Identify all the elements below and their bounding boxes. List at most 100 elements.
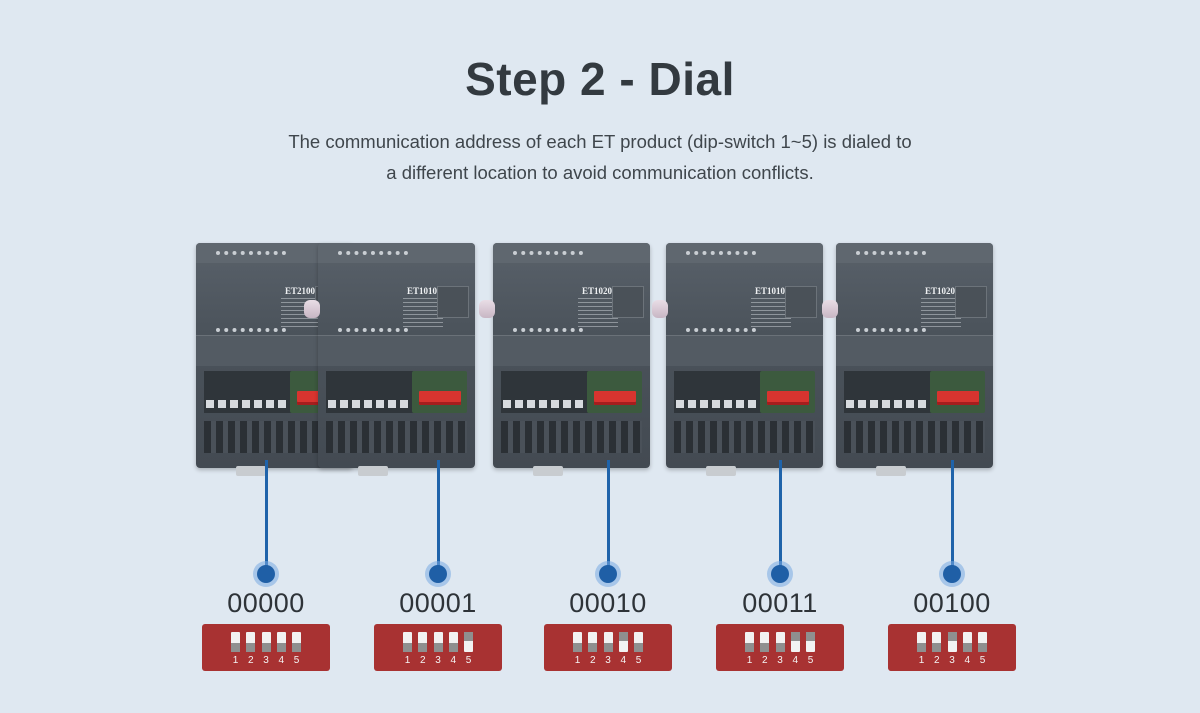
dip-lever — [448, 632, 458, 652]
leader-dot — [771, 565, 789, 583]
mounting-foot — [236, 466, 266, 476]
module-window — [437, 286, 469, 318]
dip-number: 2 — [589, 655, 596, 666]
dip-lever — [775, 632, 785, 652]
dip-lever — [978, 632, 987, 652]
dip-number: 5 — [979, 655, 986, 666]
dip-lever — [573, 632, 582, 652]
dip-number: 5 — [807, 655, 814, 666]
address-label: 00011 — [742, 588, 818, 618]
dip-lever-knob — [448, 643, 458, 652]
plc-module: ET1020 — [836, 243, 993, 476]
plc-module: ET1020 — [493, 243, 650, 476]
dip-levers — [917, 632, 987, 652]
module-mid-band — [836, 335, 993, 366]
led-row — [513, 328, 583, 336]
address-label: 00001 — [399, 588, 477, 618]
led-row — [216, 251, 286, 259]
dip-levers — [573, 632, 643, 652]
dip-lever-knob — [573, 643, 582, 652]
led-row — [686, 328, 756, 336]
dip-number: 1 — [232, 655, 239, 666]
dip-lever-knob — [634, 643, 643, 652]
module-spec-text — [578, 298, 618, 328]
dip-lever — [790, 632, 800, 652]
dip-number: 5 — [293, 655, 300, 666]
dip-number: 3 — [777, 655, 783, 666]
leader-dot — [599, 565, 617, 583]
dip-lever — [917, 632, 926, 652]
dip-number: 2 — [247, 655, 254, 666]
module-model-label: ET2100 — [284, 286, 315, 296]
dip-lever — [588, 632, 598, 652]
vent-grille — [674, 421, 815, 453]
dip-lever-knob — [760, 643, 770, 652]
dip-lever — [292, 632, 301, 652]
leader-line — [606, 460, 610, 572]
mounting-foot — [876, 466, 906, 476]
dip-lever-knob — [947, 632, 957, 641]
module-dip-switch[interactable] — [767, 391, 809, 405]
dip-lever-knob — [806, 632, 815, 641]
vent-grille — [844, 421, 985, 453]
mounting-foot — [533, 466, 563, 476]
dip-number: 3 — [435, 655, 441, 666]
dip-number: 3 — [605, 655, 611, 666]
terminal-screws — [503, 400, 589, 408]
dip-levers — [231, 632, 301, 652]
module-mid-band — [666, 335, 823, 366]
dip-number: 4 — [278, 655, 285, 666]
dip-lever-knob — [292, 643, 301, 652]
dip-levers — [745, 632, 815, 652]
dip-lever — [603, 632, 613, 652]
terminal-screws — [846, 400, 932, 408]
ribbon-cable — [822, 300, 838, 318]
leader-line — [950, 460, 954, 572]
dip-lever — [760, 632, 770, 652]
dip-number: 2 — [761, 655, 768, 666]
module-model-label: ET1020 — [581, 286, 612, 296]
dip-lever — [403, 632, 412, 652]
dip-lever-knob — [978, 643, 987, 652]
dip-lever — [261, 632, 271, 652]
module-dip-switch[interactable] — [937, 391, 979, 405]
dip-lever — [231, 632, 240, 652]
module-dip-switch[interactable] — [419, 391, 461, 405]
dip-lever — [433, 632, 443, 652]
ribbon-cable — [304, 300, 320, 318]
dip-lever — [276, 632, 286, 652]
dip-number: 1 — [918, 655, 925, 666]
module-dip-switch[interactable] — [594, 391, 636, 405]
dip-lever-knob — [962, 643, 972, 652]
dip-lever-knob — [775, 643, 785, 652]
module-spec-text — [751, 298, 791, 328]
dip-number: 1 — [404, 655, 411, 666]
dip-lever-knob — [917, 643, 926, 652]
leader-dot — [257, 565, 275, 583]
dip-lever — [418, 632, 428, 652]
module-window — [612, 286, 644, 318]
dip-number: 4 — [620, 655, 627, 666]
dip-number: 4 — [792, 655, 799, 666]
dip-lever-knob — [246, 643, 256, 652]
dip-number: 2 — [419, 655, 426, 666]
dip-number: 1 — [574, 655, 581, 666]
dip-lever — [932, 632, 942, 652]
module-spec-text — [403, 298, 443, 328]
terminal-screws — [206, 400, 292, 408]
leader-dot — [429, 565, 447, 583]
address-label: 00010 — [569, 588, 647, 618]
dip-lever-knob — [618, 632, 628, 641]
dip-levers — [403, 632, 473, 652]
dip-lever-knob — [403, 643, 412, 652]
module-mid-band — [318, 335, 475, 366]
dip-lever-knob — [418, 643, 428, 652]
